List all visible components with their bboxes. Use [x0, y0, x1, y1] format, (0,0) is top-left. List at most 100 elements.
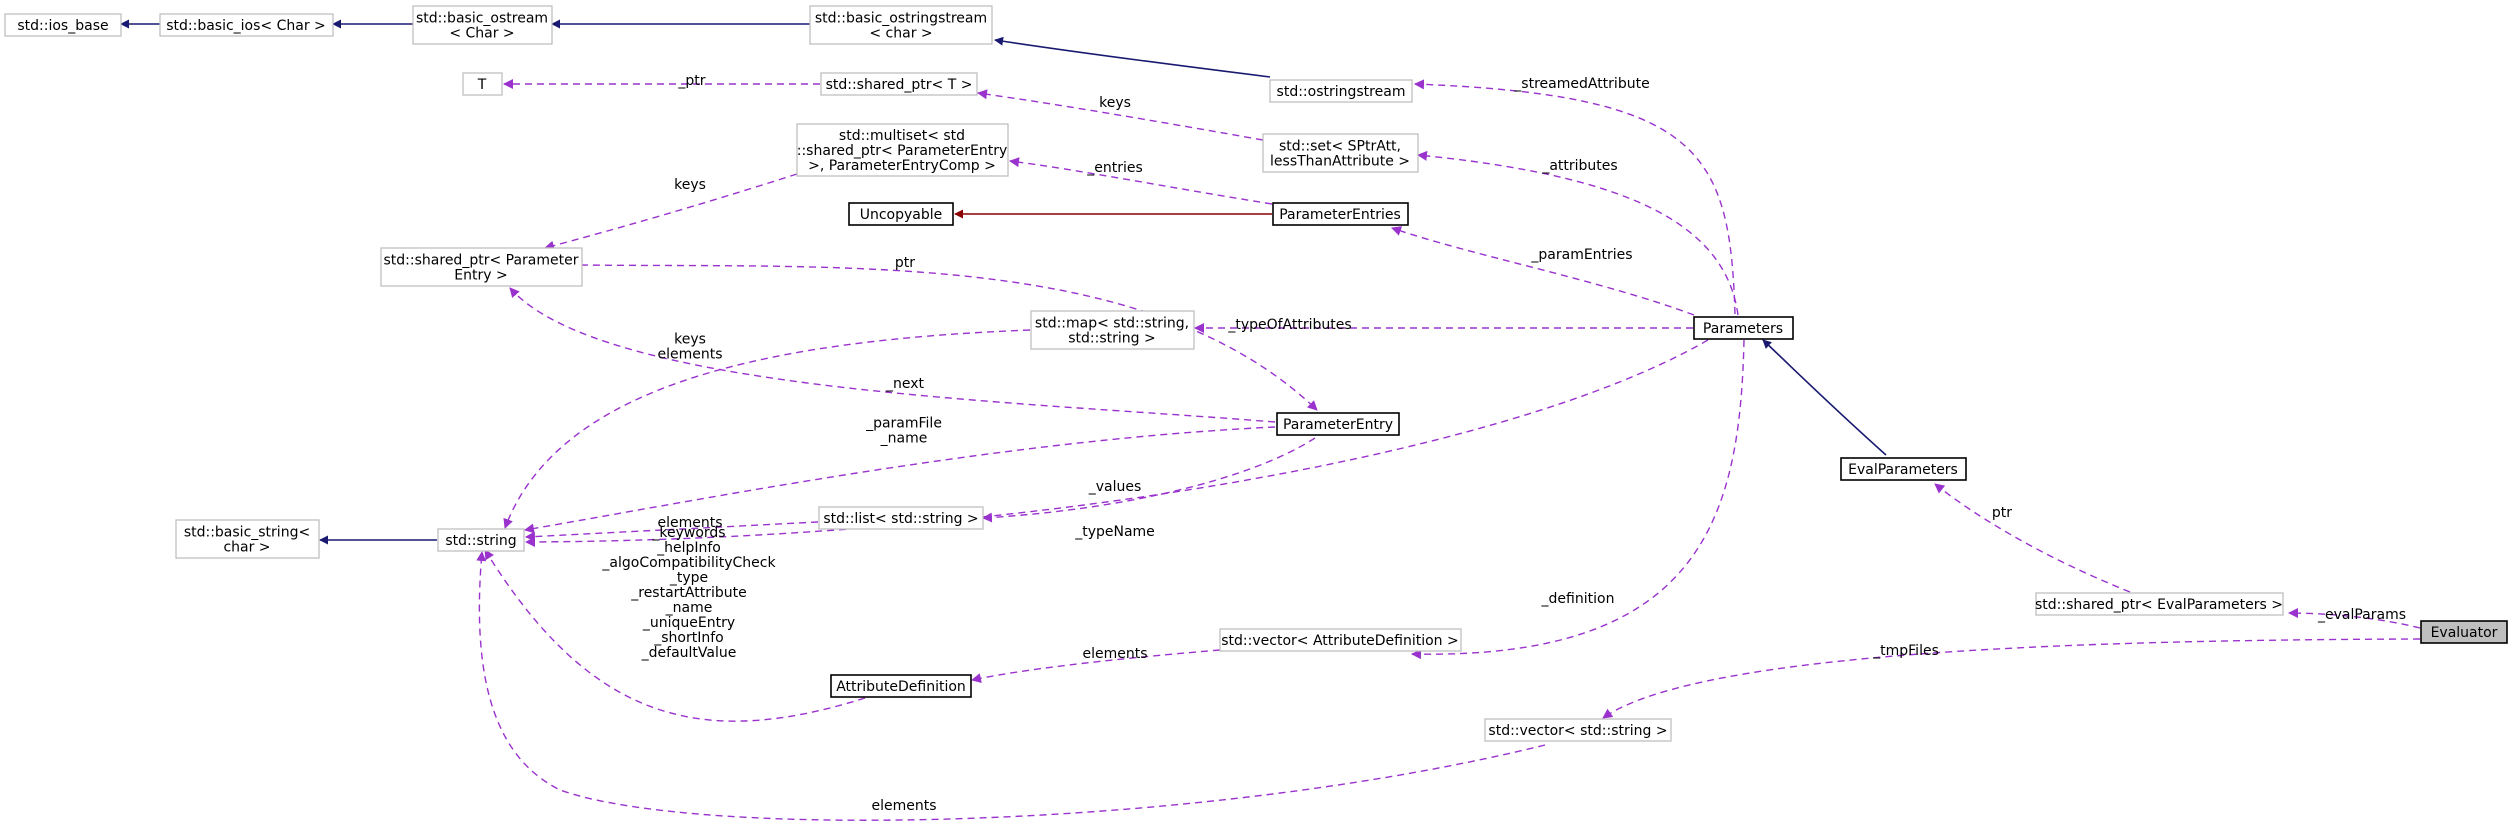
text-line: std::string > — [1068, 331, 1155, 347]
svg-text:std::shared_ptr< EvalParameter: std::shared_ptr< EvalParameters > — [2035, 597, 2283, 613]
svg-text:_evalParams: _evalParams — [2317, 607, 2406, 623]
node-std-ostringstream[interactable]: std::ostringstream — [1269, 79, 1413, 103]
text-line: std::multiset< std — [839, 128, 965, 144]
node-std-ios-base[interactable]: std::ios_base — [4, 13, 122, 37]
edge-param-entry-to-shared-ptr-pe — [509, 287, 1276, 423]
node-std-basic-ostringstream[interactable]: std::basic_ostringstream< char > — [809, 5, 993, 45]
edge-label-definition: _definition — [1541, 591, 1615, 607]
node-std-basic-string[interactable]: std::basic_string<char > — [175, 519, 320, 559]
edge-label-tmp-files: _tmpFiles — [1872, 643, 1939, 659]
svg-text:ParameterEntry: ParameterEntry — [1283, 417, 1393, 433]
svg-text:elements: elements — [1082, 646, 1147, 662]
edge-label-values: _values — [1088, 479, 1142, 495]
edge-eval-parameters-to-parameters — [1762, 339, 1887, 456]
text-line: _keywords — [651, 525, 725, 541]
node-std-string[interactable]: std::string — [437, 528, 525, 552]
text-line: std::basic_ostringstream — [815, 11, 987, 27]
node-std-multiset[interactable]: std::multiset< std::shared_ptr< Paramete… — [796, 123, 1009, 177]
svg-text:std::map< std::string,std::str: std::map< std::string,std::string > — [1035, 316, 1189, 347]
svg-text:Evaluator: Evaluator — [2431, 625, 2498, 641]
text-line: Evaluator — [2431, 625, 2498, 641]
edge-param-entry-to-string — [524, 426, 1276, 534]
svg-text:std::basic_ostringstream< char: std::basic_ostringstream< char > — [815, 11, 987, 42]
node-std-shared-ptr-eval-parameters[interactable]: std::shared_ptr< EvalParameters > — [2035, 592, 2284, 616]
text-line: _restartAttribute — [630, 585, 747, 601]
svg-text:Uncopyable: Uncopyable — [860, 207, 943, 223]
edge-multiset-to-shared-ptr-pe — [544, 173, 798, 251]
node-std-vector-attribute-definition[interactable]: std::vector< AttributeDefinition > — [1219, 628, 1462, 652]
svg-text:keys: keys — [1099, 95, 1131, 111]
edge-label-param-entries: _paramEntries — [1530, 247, 1632, 263]
edge-vector-attr-to-attr-def — [971, 649, 1221, 684]
node-attribute-definition[interactable]: AttributeDefinition — [830, 674, 972, 698]
svg-text:_entries: _entries — [1086, 160, 1143, 176]
text-line: ParameterEntries — [1279, 207, 1401, 223]
node-parameter-entries[interactable]: ParameterEntries — [1272, 202, 1409, 226]
edge-set-to-shared-ptr-t — [977, 89, 1264, 141]
node-template-t[interactable]: T — [462, 72, 503, 96]
edge-label-attributes: _attributes — [1541, 158, 1617, 174]
text-line: _ptr — [677, 73, 705, 89]
text-line: _typeName — [1074, 524, 1155, 540]
text-line: ParameterEntry — [1283, 417, 1393, 433]
svg-text:elements: elements — [657, 515, 722, 531]
edge-label-next: _next — [885, 376, 925, 392]
node-parameters[interactable]: Parameters — [1693, 316, 1794, 340]
svg-text:std::basic_ostream< Char >: std::basic_ostream< Char > — [416, 11, 548, 42]
text-line: AttributeDefinition — [836, 679, 966, 695]
node-eval-parameters[interactable]: EvalParameters — [1840, 457, 1967, 481]
node-std-basic-ostream[interactable]: std::basic_ostream< Char > — [412, 5, 553, 45]
text-line: _name — [665, 600, 713, 616]
text-line: _helpInfo — [656, 540, 721, 556]
node-std-set[interactable]: std::set< SPtrAtt,lessThanAttribute > — [1262, 133, 1419, 173]
text-line: std::set< SPtrAtt, — [1279, 139, 1401, 155]
node-std-shared-ptr-t[interactable]: std::shared_ptr< T > — [820, 72, 978, 96]
text-line: elements — [657, 515, 722, 531]
text-line: lessThanAttribute > — [1270, 154, 1410, 170]
edge-param-entry-to-list — [982, 437, 1316, 523]
edge-label-keys-multiset: keys — [674, 177, 706, 193]
text-line: std::ios_base — [17, 18, 108, 34]
edge-label-type-of-attributes: _typeOfAttributes — [1227, 317, 1351, 333]
text-line: std::list< std::string > — [823, 511, 978, 527]
node-std-vector-string[interactable]: std::vector< std::string > — [1484, 718, 1672, 742]
text-line: std::string — [445, 533, 516, 549]
edge-ostringstream-to-basic-ostringstream — [994, 36, 1271, 78]
text-line: _values — [1088, 479, 1142, 495]
edge-vector-string-to-string — [476, 551, 1546, 821]
text-line: < char > — [869, 26, 932, 42]
text-line: _typeOfAttributes — [1227, 317, 1351, 333]
text-line: Parameters — [1703, 321, 1783, 337]
svg-text:_attributes: _attributes — [1541, 158, 1617, 174]
node-std-list[interactable]: std::list< std::string > — [818, 506, 984, 530]
svg-text:_next: _next — [885, 376, 925, 392]
svg-text:_paramEntries: _paramEntries — [1530, 247, 1632, 263]
text-line: keys — [674, 177, 706, 193]
svg-text:_typeName: _typeName — [1074, 524, 1155, 540]
svg-text:std::basic_string<char >: std::basic_string<char > — [184, 525, 310, 556]
svg-text:std::set< SPtrAtt,lessThanAttr: std::set< SPtrAtt,lessThanAttribute > — [1270, 139, 1410, 170]
text-line: std::map< std::string, — [1035, 316, 1189, 332]
text-line: _entries — [1086, 160, 1143, 176]
node-std-basic-ios[interactable]: std::basic_ios< Char > — [159, 13, 334, 37]
edge-label-elements-vector-string: elements — [871, 798, 936, 814]
edge-shared-ptr-ep-to-eval-parameters — [1934, 483, 2131, 593]
edge-label-elements-vector-attr: elements — [1082, 646, 1147, 662]
svg-text:_streamedAttribute: _streamedAttribute — [1513, 76, 1649, 92]
node-uncopyable[interactable]: Uncopyable — [848, 202, 954, 226]
node-parameter-entry[interactable]: ParameterEntry — [1276, 412, 1400, 436]
edge-map-to-string — [503, 329, 1031, 529]
text-line: _defaultValue — [641, 645, 737, 661]
edge-evaluator-to-vector-string — [1602, 638, 2421, 719]
text-line: >, ParameterEntryComp > — [808, 158, 996, 174]
node-std-map[interactable]: std::map< std::string,std::string > — [1030, 310, 1195, 350]
svg-text:std::ostringstream: std::ostringstream — [1277, 84, 1406, 100]
svg-text:_tmpFiles: _tmpFiles — [1872, 643, 1939, 659]
node-evaluator[interactable]: Evaluator — [2420, 620, 2508, 644]
text-line: std::basic_ostream — [416, 11, 548, 27]
edge-evaluator-to-shared-ptr-ep — [2288, 608, 2421, 629]
text-line: char > — [223, 540, 270, 556]
